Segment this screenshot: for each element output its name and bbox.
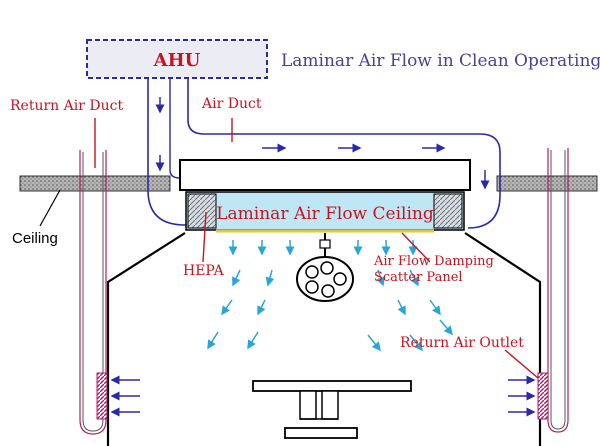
- air-duct-outer: [147, 78, 187, 226]
- return-outlet-left: [96, 372, 108, 420]
- ahu-unit: AHU: [86, 39, 268, 79]
- ceiling-callout-line: [39, 189, 61, 227]
- ceiling-slab-left: [19, 175, 171, 192]
- operating-table: [252, 380, 412, 439]
- duct-flow-arrows: [155, 97, 490, 190]
- hepa-filter-left: [187, 193, 217, 229]
- surgical-lamp: [296, 233, 354, 302]
- plenum-box: [179, 159, 471, 191]
- return-outlet-label: Return Air Outlet: [400, 335, 524, 351]
- return-duct-right: [547, 148, 569, 433]
- air-duct-top: [187, 78, 501, 229]
- ceiling-label: Ceiling: [12, 230, 58, 247]
- ahu-label: AHU: [153, 50, 201, 71]
- ceiling-slab-right: [496, 175, 598, 192]
- return-air-duct-label: Return Air Duct: [10, 98, 123, 114]
- damping-label-line1: Air Flow Damping: [373, 254, 494, 269]
- laminar-ceiling-panel: [185, 191, 465, 231]
- return-outlet-right: [537, 372, 549, 420]
- air-duct-label: Air Duct: [201, 96, 262, 112]
- damping-label-line2: Scatter Panel: [374, 270, 463, 285]
- return-flow-arrows: [110, 375, 536, 417]
- hepa-label: HEPA: [183, 263, 225, 279]
- room-flow-arrows: [207, 240, 453, 352]
- hepa-filter-right: [433, 193, 463, 229]
- air-duct-inner: [169, 78, 181, 179]
- room-wall-left: [106, 232, 186, 446]
- laminar-ceiling-label: Laminar Air Flow Ceiling: [216, 204, 434, 224]
- diagram-title: Laminar Air Flow in Clean Operating Room: [281, 51, 600, 71]
- callout-lines: [94, 118, 539, 379]
- return-duct-left: [79, 150, 107, 435]
